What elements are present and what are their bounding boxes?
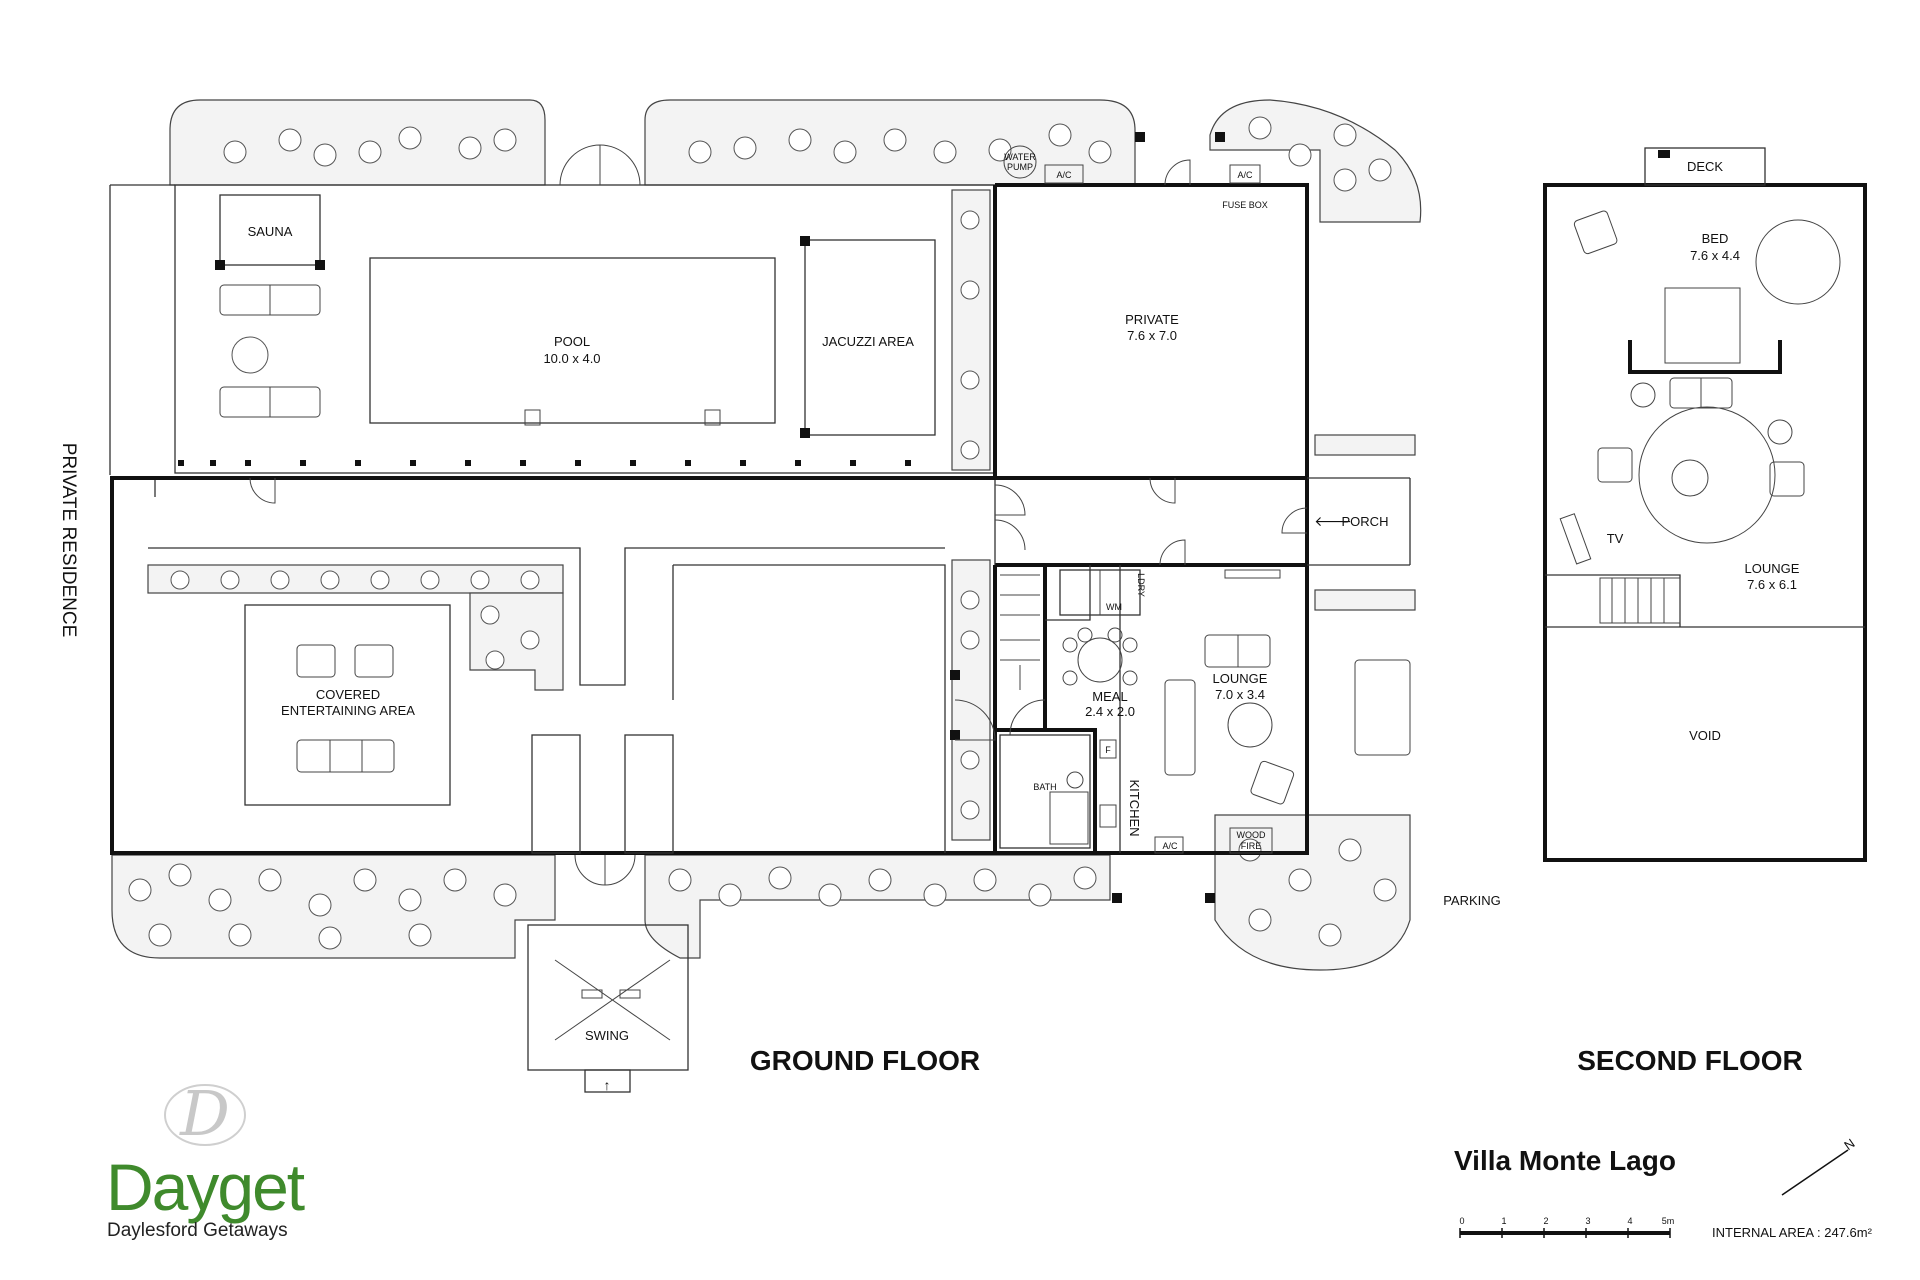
fuse-box-label: FUSE BOX <box>1222 200 1268 210</box>
scale-tick-4: 4 <box>1627 1216 1632 1226</box>
shrubs <box>128 116 1397 950</box>
lounge-size: 7.0 x 3.4 <box>1215 687 1265 702</box>
kitchen-label: KITCHEN <box>1127 779 1142 836</box>
second-floor-heading: SECOND FLOOR <box>1577 1045 1803 1076</box>
jacuzzi-area-label: JACUZZI AREA <box>822 334 914 349</box>
water-pump-label-2: PUMP <box>1007 162 1033 172</box>
scale-tick-2: 2 <box>1543 1216 1548 1226</box>
sauna-label: SAUNA <box>248 224 293 239</box>
swing-entry-arrow: ↑ <box>604 1077 611 1093</box>
private-residence-label: PRIVATE RESIDENCE <box>58 443 79 638</box>
washing-machine-label: WM <box>1106 602 1122 612</box>
dayget-logo: D Dayget Daylesford Getaways <box>106 1077 307 1241</box>
upper-lounge-size: 7.6 x 6.1 <box>1747 577 1797 592</box>
bed-size: 7.6 x 4.4 <box>1690 248 1740 263</box>
ground-floor-walls <box>109 132 1411 1093</box>
porch-arrow: 🡐 <box>1314 513 1352 529</box>
meal-label: MEAL <box>1092 689 1127 704</box>
lounge-label: LOUNGE <box>1213 671 1268 686</box>
void-label: VOID <box>1689 728 1721 743</box>
north-arrow-icon: N <box>1781 1135 1858 1196</box>
laundry-label: LDRY <box>1136 573 1146 597</box>
scale-tick-0: 0 <box>1459 1216 1464 1226</box>
wood-fire-label-1: WOOD <box>1237 830 1266 840</box>
wood-fire-label-2: FIRE <box>1241 841 1262 851</box>
scale-tick-3: 3 <box>1585 1216 1590 1226</box>
scale-bar: 0 1 2 3 4 5m <box>1459 1216 1674 1238</box>
upper-lounge-label: LOUNGE <box>1745 561 1800 576</box>
fridge-label: F <box>1105 745 1111 755</box>
logo-tagline: Daylesford Getaways <box>107 1220 288 1241</box>
north-label: N <box>1841 1135 1857 1153</box>
porch-label: PORCH <box>1342 514 1389 529</box>
garden-beds <box>111 99 1422 971</box>
ground-floor-heading: GROUND FLOOR <box>750 1045 980 1076</box>
deck-label: DECK <box>1687 159 1723 174</box>
covered-label-2: ENTERTAINING AREA <box>281 703 415 718</box>
parking-label: PARKING <box>1443 893 1501 908</box>
ac-label-fusebox: A/C <box>1237 170 1253 180</box>
tv-label: TV <box>1607 531 1624 546</box>
ac-label-private: A/C <box>1056 170 1072 180</box>
logo-monogram: D <box>179 1077 230 1150</box>
bath-label: BATH <box>1033 782 1056 792</box>
second-floor-walls <box>1543 147 1867 862</box>
room-labels: SAUNA POOL 10.0 x 4.0 JACUZZI AREA WATER… <box>58 152 1800 1093</box>
pool-label: POOL <box>554 334 590 349</box>
logo-wordmark: Dayget <box>106 1150 305 1224</box>
property-name: Villa Monte Lago <box>1454 1145 1676 1176</box>
swing-label: SWING <box>585 1028 629 1043</box>
internal-area-label: INTERNAL AREA : 247.6m² <box>1712 1225 1873 1240</box>
private-room-size: 7.6 x 7.0 <box>1127 328 1177 343</box>
covered-label-1: COVERED <box>316 687 380 702</box>
pool-size-label: 10.0 x 4.0 <box>543 351 600 366</box>
meal-size: 2.4 x 2.0 <box>1085 704 1135 719</box>
ac-label-kitchen: A/C <box>1162 841 1178 851</box>
bed-label: BED <box>1702 231 1729 246</box>
scale-tick-1: 1 <box>1501 1216 1506 1226</box>
ground-stairs <box>1000 574 1040 690</box>
water-pump-label-1: WATER <box>1004 152 1036 162</box>
scale-tick-5: 5m <box>1662 1216 1675 1226</box>
private-room-label: PRIVATE <box>1125 312 1179 327</box>
